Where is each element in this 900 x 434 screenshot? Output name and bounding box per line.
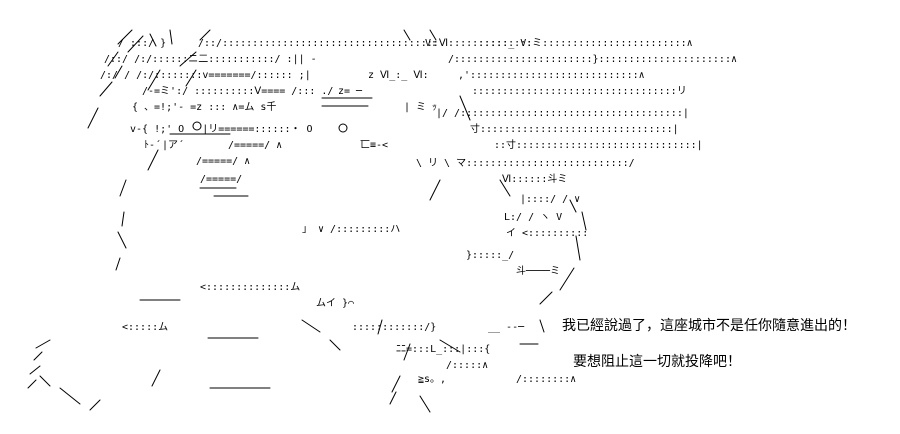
artwork-fragment: __ ‐‐─	[488, 322, 525, 333]
artwork-fragment: /:::::∧	[446, 360, 488, 371]
artwork-fragment: ムイ }⌒	[316, 297, 354, 309]
artwork-fragment: ::寸::::::::::::::::::::::::::::::|	[494, 138, 703, 151]
artwork-linework	[27, 29, 587, 413]
jaw-stroke	[539, 199, 587, 305]
jaw-stroke	[115, 149, 159, 271]
artwork-fragment: }:::::_/	[466, 250, 514, 261]
artwork-fragment: v‐{ !;' O___|リ======::::::・ O	[130, 124, 313, 135]
hair-stroke	[429, 95, 511, 201]
collar-stroke	[139, 299, 341, 351]
collar-stroke	[389, 319, 545, 413]
artwork-fragment: /=====/	[200, 174, 242, 185]
left-eye	[192, 121, 202, 131]
artwork-fragment: ,'::::::::::::::::::::::::::::∧	[458, 70, 645, 81]
hair-stroke	[87, 51, 123, 129]
artwork-fragment: /::/ /:/::::::ニ二:::::::::::/ :|| ‐	[104, 54, 317, 65]
hair-stroke	[117, 29, 211, 53]
artwork-fragment: :::::::::ミ::::::::::::::::::::::::∧	[478, 38, 693, 49]
artwork-fragment: ::::::::::::/}	[352, 322, 436, 333]
artwork-fragment: 寸::::::::::::::::::::::::::::::::|	[470, 122, 679, 135]
artwork-fragment: z= ─	[338, 86, 363, 97]
artwork-fragment: |::::/ / ∨	[520, 194, 580, 205]
right-eye	[338, 123, 348, 133]
artwork-fragment: イ <::::::::::	[506, 228, 588, 239]
hair-stroke	[403, 29, 437, 41]
artwork-fragment: /::/::::::::::::::::::::::::::::::::::::…	[198, 38, 532, 49]
artwork-fragment: { 、=!;'‐ =z ::: ∧=ム s千	[132, 101, 276, 113]
artwork-fragment: ﾆﾆ=:::L_:::|:::{	[396, 344, 490, 355]
artwork-fragment: |ア´	[162, 139, 184, 151]
artwork-fragment: /‐=ミ':/ ::::::::::Ⅴ==== /::: ./	[142, 86, 333, 97]
artwork-fragment: Ⅵ::::::斗ミ	[502, 173, 567, 185]
eye-line	[169, 97, 373, 135]
artwork-fragment: 斗────ミ	[516, 265, 560, 277]
artwork-fragment: ::::::::::::::::::::::::::::::::::リ	[472, 86, 687, 97]
artwork-fragment: | ミ ｯ	[404, 102, 437, 113]
artwork-fragment: \ リ \ マ:::::::::::::::::::::::::::/	[416, 158, 635, 169]
artwork-glyphs: / :::/ } /::/::::::::::::::::::::::::::::…	[100, 38, 737, 385]
artwork-fragment: 匸≡‐<	[360, 140, 388, 151]
artwork-fragment: /::::::::∧	[516, 374, 576, 385]
artwork-fragment: /=====/ ∧	[196, 156, 250, 167]
artwork-fragment: L:/ / ヽ V	[504, 212, 562, 223]
artwork-fragment: |/ /::::::::::::::::::::::::::::::::::::…	[436, 108, 689, 119]
artwork-fragment: <::::::::::::::ム	[200, 281, 300, 293]
collar-stroke	[89, 369, 271, 411]
artwork-fragment: /:/ / /:/::::::::v=======/:::::: ;|	[100, 70, 311, 81]
artwork-fragment: /:::::::::::::::::::::::}:::::::::::::::…	[448, 54, 737, 65]
artwork-fragment: ≧s。,	[418, 374, 446, 385]
dialogue-line-2: 要想阻止這一切就投降吧！	[573, 354, 741, 370]
dialogue-line-1: 我已經說過了，這座城市不是任你隨意進出的！	[562, 318, 856, 334]
mouth-stroke	[199, 187, 249, 197]
artwork-fragment: <:::::ム	[122, 321, 168, 333]
artwork-fragment: ﾄ‐´	[144, 139, 161, 151]
artwork-fragment: / :::/ }	[118, 38, 166, 49]
hair-stroke	[147, 51, 197, 91]
artwork-fragment: z Ⅵ_:_ Ⅵ:	[368, 70, 429, 81]
collar-stroke	[27, 339, 81, 405]
artwork-fragment: /=====/ ∧	[228, 140, 282, 151]
collar-stroke	[377, 319, 461, 361]
artwork-fragment: V:	[425, 38, 437, 49]
artwork-fragment: 」 ∨ /:::::::::ハ	[302, 224, 400, 235]
